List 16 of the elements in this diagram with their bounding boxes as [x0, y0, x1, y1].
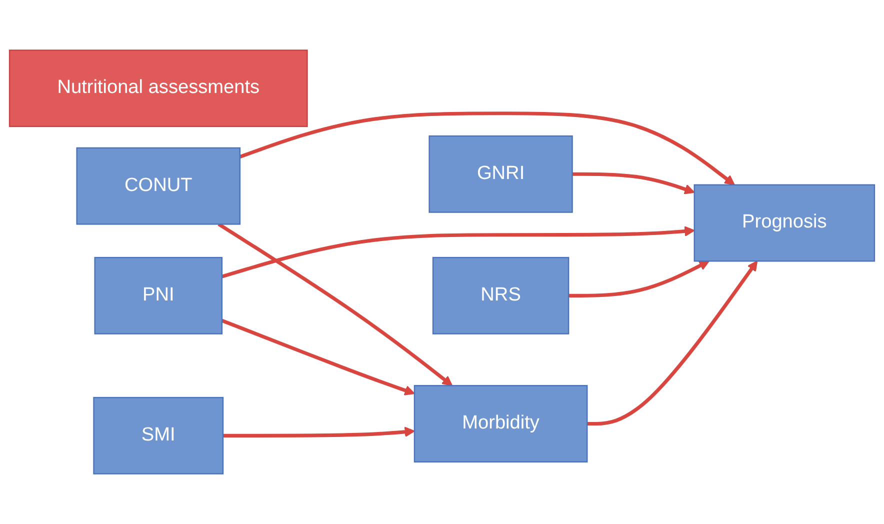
node-box: PNI — [94, 256, 223, 334]
node-box: Nutritional assessments — [8, 50, 308, 128]
node-box: GNRI — [428, 135, 573, 213]
node-box: NRS — [432, 256, 570, 334]
arrow — [223, 426, 415, 438]
arrow — [221, 318, 415, 396]
node-box: Morbidity — [414, 385, 588, 462]
node-box: CONUT — [76, 147, 241, 225]
arrow — [568, 260, 710, 298]
arrow — [572, 172, 695, 194]
arrow — [218, 222, 453, 386]
arrow — [239, 112, 735, 186]
arrow — [221, 226, 695, 278]
arrow — [587, 260, 758, 426]
node-box: Prognosis — [694, 184, 876, 262]
node-box: SMI — [93, 396, 224, 474]
